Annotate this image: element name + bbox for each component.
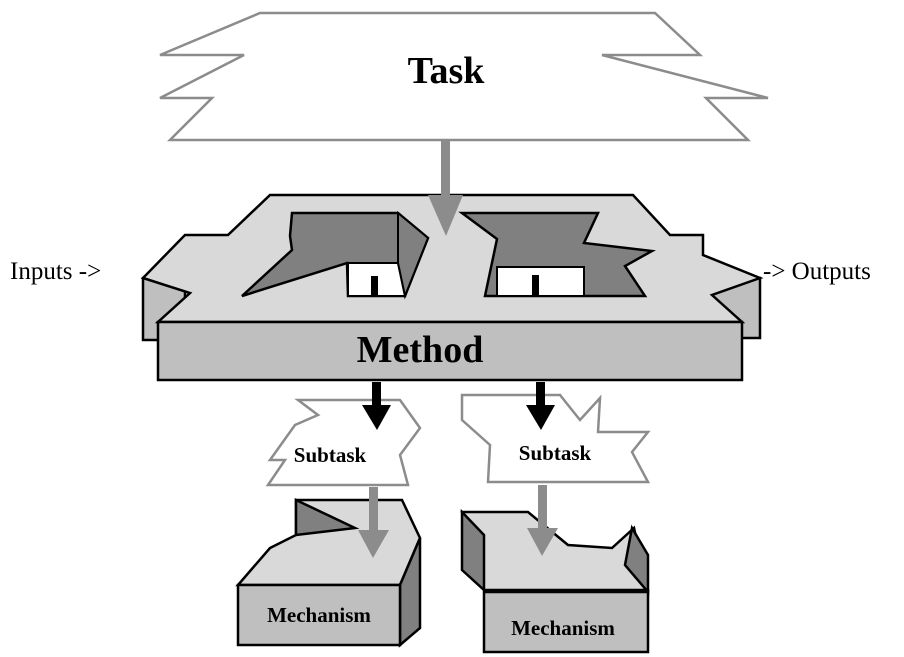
mechanism-1: Mechanism [235,498,422,648]
mechanism-2-top [460,510,650,592]
subtask-1-to-mechanism-1-arrow [358,487,389,558]
task-label: Task [408,50,486,92]
mechanism-2-front [482,590,650,654]
subtask-1-shape [265,398,422,487]
method-to-subtask-1-arrow [362,382,391,430]
mechanism-2: Mechanism [460,508,650,654]
hole-left-side-wall [397,210,430,300]
subtask-2-to-mechanism-2-arrow [527,485,558,556]
method-block: Method [140,193,764,382]
mechanism-1-top [235,498,422,587]
method-to-subtask-2-arrow [526,382,555,430]
subtask-2: Subtask [460,393,651,484]
mechanism-1-front [236,583,402,647]
method-front-face [156,320,744,382]
task-outline [159,11,769,142]
subtask-2-label: Subtask [519,441,592,465]
hole-left-door [371,276,378,296]
hole-right-door [532,275,539,296]
subtask-2-shape [460,393,651,484]
hole-right-window [496,266,585,297]
outputs-label: -> Outputs [763,258,871,285]
subtask-1: Subtask [265,398,422,487]
task-shape: Task [159,11,769,142]
inputs-label: Inputs -> [10,258,101,285]
method-hole-left [241,210,430,300]
mechanism-1-notch [294,498,360,537]
mechanism-1-label: Mechanism [267,603,371,627]
mechanism-2-left-side [460,508,486,593]
method-hole-right [458,211,656,298]
method-label: Method [357,329,484,371]
mechanism-2-label: Mechanism [511,616,615,640]
task-to-method-arrow [428,140,463,236]
subtask-1-label: Subtask [294,443,367,467]
